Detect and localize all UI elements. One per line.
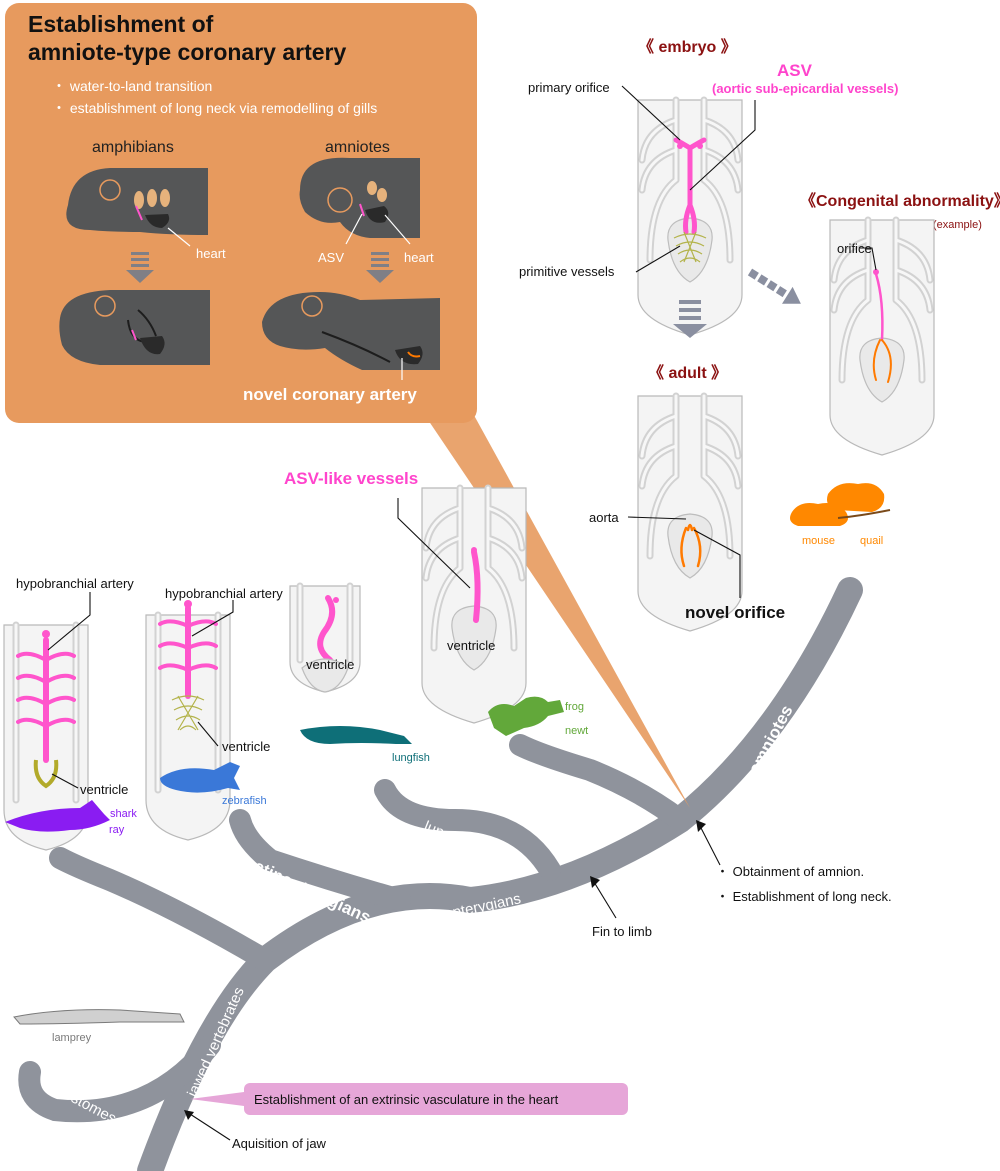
adult-diagram: 《 adult 》 aorta novel orifice mouse quai… [589,364,891,631]
event-jaw: Aquisition of jaw [232,1136,327,1151]
embryo-title: 《 embryo 》 [638,38,737,56]
event-amnion: ・ Obtainment of amnion. [716,864,864,879]
ray-label: ray [109,824,125,836]
coronary-panel: Establishment of amniote-type coronary a… [5,3,690,808]
primitive-vessels-label: primitive vessels [519,264,615,279]
embryo-to-abnormal-arrow [747,268,801,304]
amniote-embryo: ASV heart [299,157,434,265]
lungfish-animal-label: lungfish [392,752,430,764]
panel-arrows [126,252,394,283]
aorta-label: aorta [589,510,619,525]
event-fin-to-limb: Fin to limb [592,924,652,939]
quail-silhouette [827,483,885,512]
lamprey: lamprey [13,1009,185,1044]
panel-title-line2: amniote-type coronary artery [28,39,346,65]
frog-label: frog [565,701,584,713]
hypobranchial-label-zebrafish: hypobranchial artery [165,586,283,601]
ventricle-label-lungfish: ventricle [306,657,354,672]
heart-label-amphibian: heart [196,246,226,261]
panel-amphibians: amphibians [92,139,174,156]
shark-heart: hypobranchial artery ventricle shark ray [4,576,137,850]
zebrafish-label: zebrafish [222,795,267,807]
abnormality-example: (example) [933,219,982,231]
frog-heart: ASV-like vessels ventricle frog newt [284,469,588,737]
primary-orifice-label: primary orifice [528,80,610,95]
amphibian-adult [59,290,211,365]
shark-label: shark [110,808,137,820]
mouse-label: mouse [802,535,835,547]
panel-amniotes: amniotes [325,139,390,156]
event-long-neck: ・ Establishment of long neck. [716,889,892,904]
orifice-label: orifice [837,241,872,256]
events: ・ Obtainment of amnion. ・ Establishment … [184,820,892,1151]
quail-label: quail [860,535,883,547]
asv-label-panel: ASV [318,250,344,265]
event-extrinsic: Establishment of an extrinsic vasculatur… [254,1092,559,1107]
ventricle-label-frog: ventricle [447,638,495,653]
ventricle-label-shark: ventricle [80,782,128,797]
novel-orifice-label: novel orifice [685,603,785,622]
panel-bullet-1: ・ water-to-land transition [52,78,212,94]
extrinsic-box [244,1083,628,1115]
lamprey-label: lamprey [52,1032,92,1044]
shark-silhouette [5,800,110,832]
asv-like-label: ASV-like vessels [284,469,418,488]
embryo-diagram: 《 embryo 》 ASV (aortic sub-epicardial ve… [519,38,898,338]
panel-title-line1: Establishment of [28,11,214,37]
panel-bullet-2: ・ establishment of long neck via remodel… [52,100,377,116]
lungfish-silhouette [300,726,412,744]
amniote-adult [262,292,440,380]
embryo-to-adult-arrow [673,300,707,338]
frog-silhouette [488,696,564,736]
adult-title: 《 adult 》 [648,364,727,382]
zebrafish-silhouette [160,762,240,793]
phylogenetic-tree [18,577,863,1171]
asv-subtitle: (aortic sub-epicardial vessels) [712,81,898,96]
novel-coronary-label: novel coronary artery [243,385,417,404]
amphibian-embryo: heart [66,168,226,261]
newt-label: newt [565,725,588,737]
zebrafish-heart: hypobranchial artery ventricle zebrafish [146,586,283,840]
abnormality-diagram: 《Congenital abnormality》 (example) orifi… [800,192,1000,455]
hypobranchial-label-shark: hypobranchial artery [16,576,134,591]
asv-title: ASV [777,61,813,80]
lungfish-heart: ventricle lungfish [289,582,430,764]
heart-label-amniote: heart [404,250,434,265]
abnormality-title: 《Congenital abnormality》 [800,192,1000,210]
ventricle-label-zebrafish: ventricle [222,739,270,754]
